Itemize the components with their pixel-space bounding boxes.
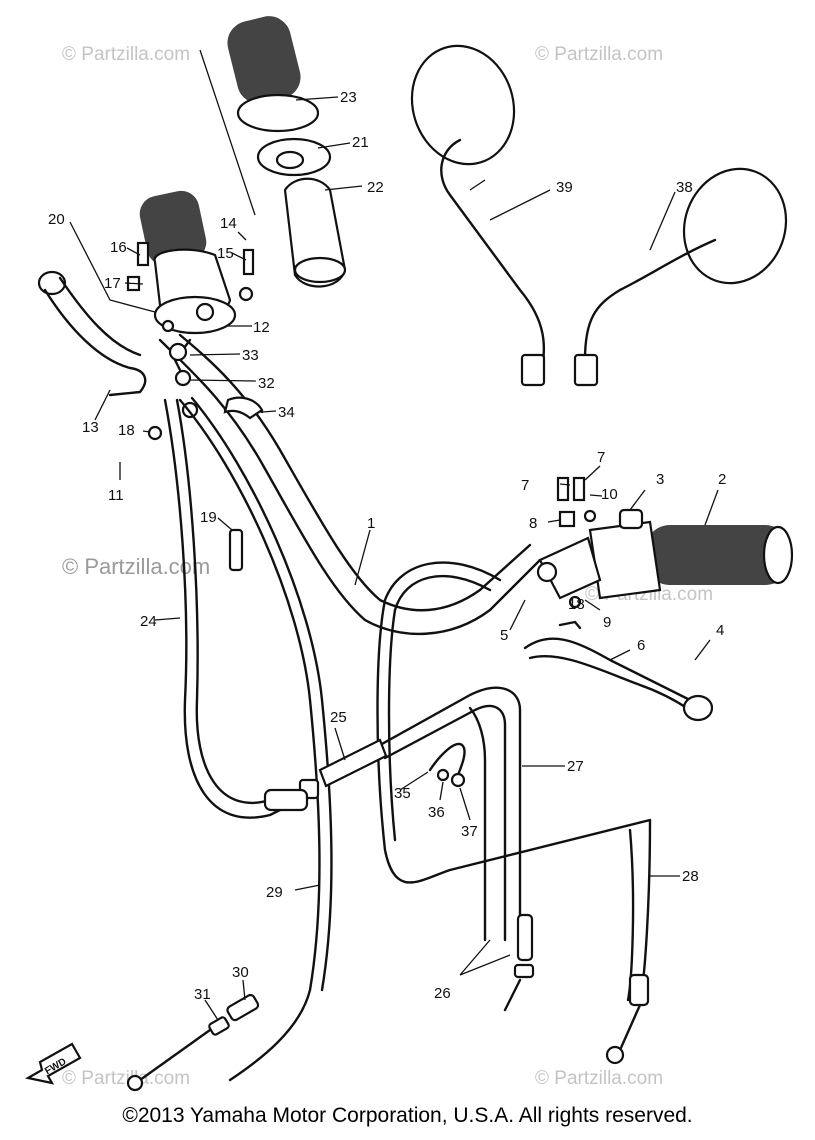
right-switch-and-grip [588, 508, 794, 600]
left-grip-assembly [139, 190, 237, 419]
watermark: © Partzilla.com [535, 44, 663, 65]
label-16: 16 [110, 239, 127, 256]
watermarks: © Partzilla.com © Partzilla.com © Partzi… [62, 44, 713, 1089]
label-18b: 18 [568, 596, 585, 613]
label-29: 29 [266, 884, 283, 901]
label-10: 10 [601, 486, 618, 503]
label-28: 28 [682, 868, 699, 885]
mirrors [410, 44, 788, 387]
label-1: 1 [367, 515, 375, 532]
label-5: 5 [500, 627, 508, 644]
label-6: 6 [637, 637, 645, 654]
label-19: 19 [200, 509, 217, 526]
label-7: 7 [521, 477, 529, 494]
label-20: 20 [48, 211, 65, 228]
label-21: 21 [352, 134, 369, 151]
brake-lever [523, 536, 714, 722]
label-24: 24 [140, 613, 157, 630]
label-34: 34 [278, 404, 295, 421]
label-35: 35 [394, 785, 411, 802]
label-23: 23 [340, 89, 357, 106]
watermark: © Partzilla.com [535, 1068, 663, 1089]
label-2: 2 [718, 471, 726, 488]
label-33: 33 [242, 347, 259, 364]
lever-bolts [556, 476, 597, 609]
cables [126, 396, 652, 1092]
label-11: 11 [108, 487, 124, 504]
copyright-footer: ©2013 Yamaha Motor Corporation, U.S.A. A… [122, 1104, 693, 1127]
part-labels: 1 2 3 4 5 6 7 7 8 9 10 11 12 13 14 15 16… [48, 89, 726, 1003]
label-15: 15 [217, 245, 234, 262]
label-30: 30 [232, 964, 249, 981]
label-4: 4 [716, 622, 724, 639]
leader-lines [69, 96, 719, 1021]
watermark: © Partzilla.com [62, 1068, 190, 1089]
label-25: 25 [330, 709, 347, 726]
clutch-lever [37, 270, 147, 397]
label-22: 22 [367, 179, 384, 196]
label-32: 32 [258, 375, 275, 392]
label-36: 36 [428, 804, 445, 821]
label-37: 37 [461, 823, 478, 840]
label-7b: 7 [597, 449, 605, 466]
throttle-grip-parts [199, 16, 347, 288]
label-31: 31 [194, 986, 211, 1003]
watermark: © Partzilla.com [62, 554, 210, 579]
label-18: 18 [118, 422, 135, 439]
label-8: 8 [529, 515, 537, 532]
label-17: 17 [104, 275, 121, 292]
label-38: 38 [676, 179, 693, 196]
label-14: 14 [220, 215, 237, 232]
label-9: 9 [603, 614, 611, 631]
watermark: © Partzilla.com [62, 44, 190, 65]
label-13: 13 [82, 419, 99, 436]
label-12: 12 [253, 319, 270, 336]
label-27: 27 [567, 758, 584, 775]
label-3: 3 [656, 471, 664, 488]
label-26: 26 [434, 985, 451, 1002]
label-39: 39 [556, 179, 573, 196]
